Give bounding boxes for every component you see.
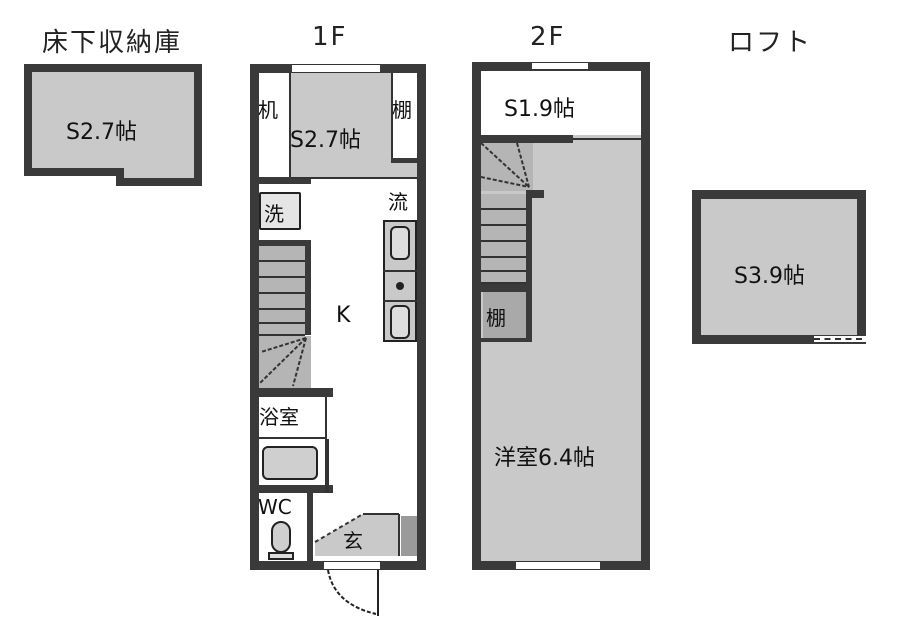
floor1-toilet-label: WC [258, 495, 292, 519]
floor1-entrance-label: 玄 [343, 529, 363, 553]
floor1-desk-label: 机 [258, 98, 278, 122]
floor2-storage-label: S1.9帖 [504, 97, 575, 122]
floor1-kitchen-label: K [336, 303, 351, 328]
floor2-shelf-label: 棚 [486, 306, 506, 330]
floor1-sink-label: 流 [388, 190, 408, 214]
winder-stairs [259, 336, 311, 388]
underfloor-l-shape [20, 60, 210, 190]
floor1-shelf-label: 棚 [392, 98, 412, 122]
floor1-washer-label: 洗 [264, 202, 284, 226]
floor2-winder-stairs [481, 143, 533, 191]
loft-room-label: S3.9帖 [734, 264, 805, 289]
floor1-bath-label: 浴室 [259, 405, 299, 429]
floor1-title: 1F [312, 22, 348, 52]
underfloor-room-label: S2.7帖 [66, 120, 137, 145]
floor2-western-room-label: 洋室6.4帖 [494, 446, 595, 471]
floor2-title: 2F [530, 22, 566, 52]
underfloor-title: 床下収納庫 [42, 28, 183, 58]
loft-title: ロフト [728, 28, 813, 58]
front-door-swing [327, 570, 379, 616]
floor1-storage-label: S2.7帖 [290, 128, 361, 153]
entrance-area [314, 513, 417, 556]
